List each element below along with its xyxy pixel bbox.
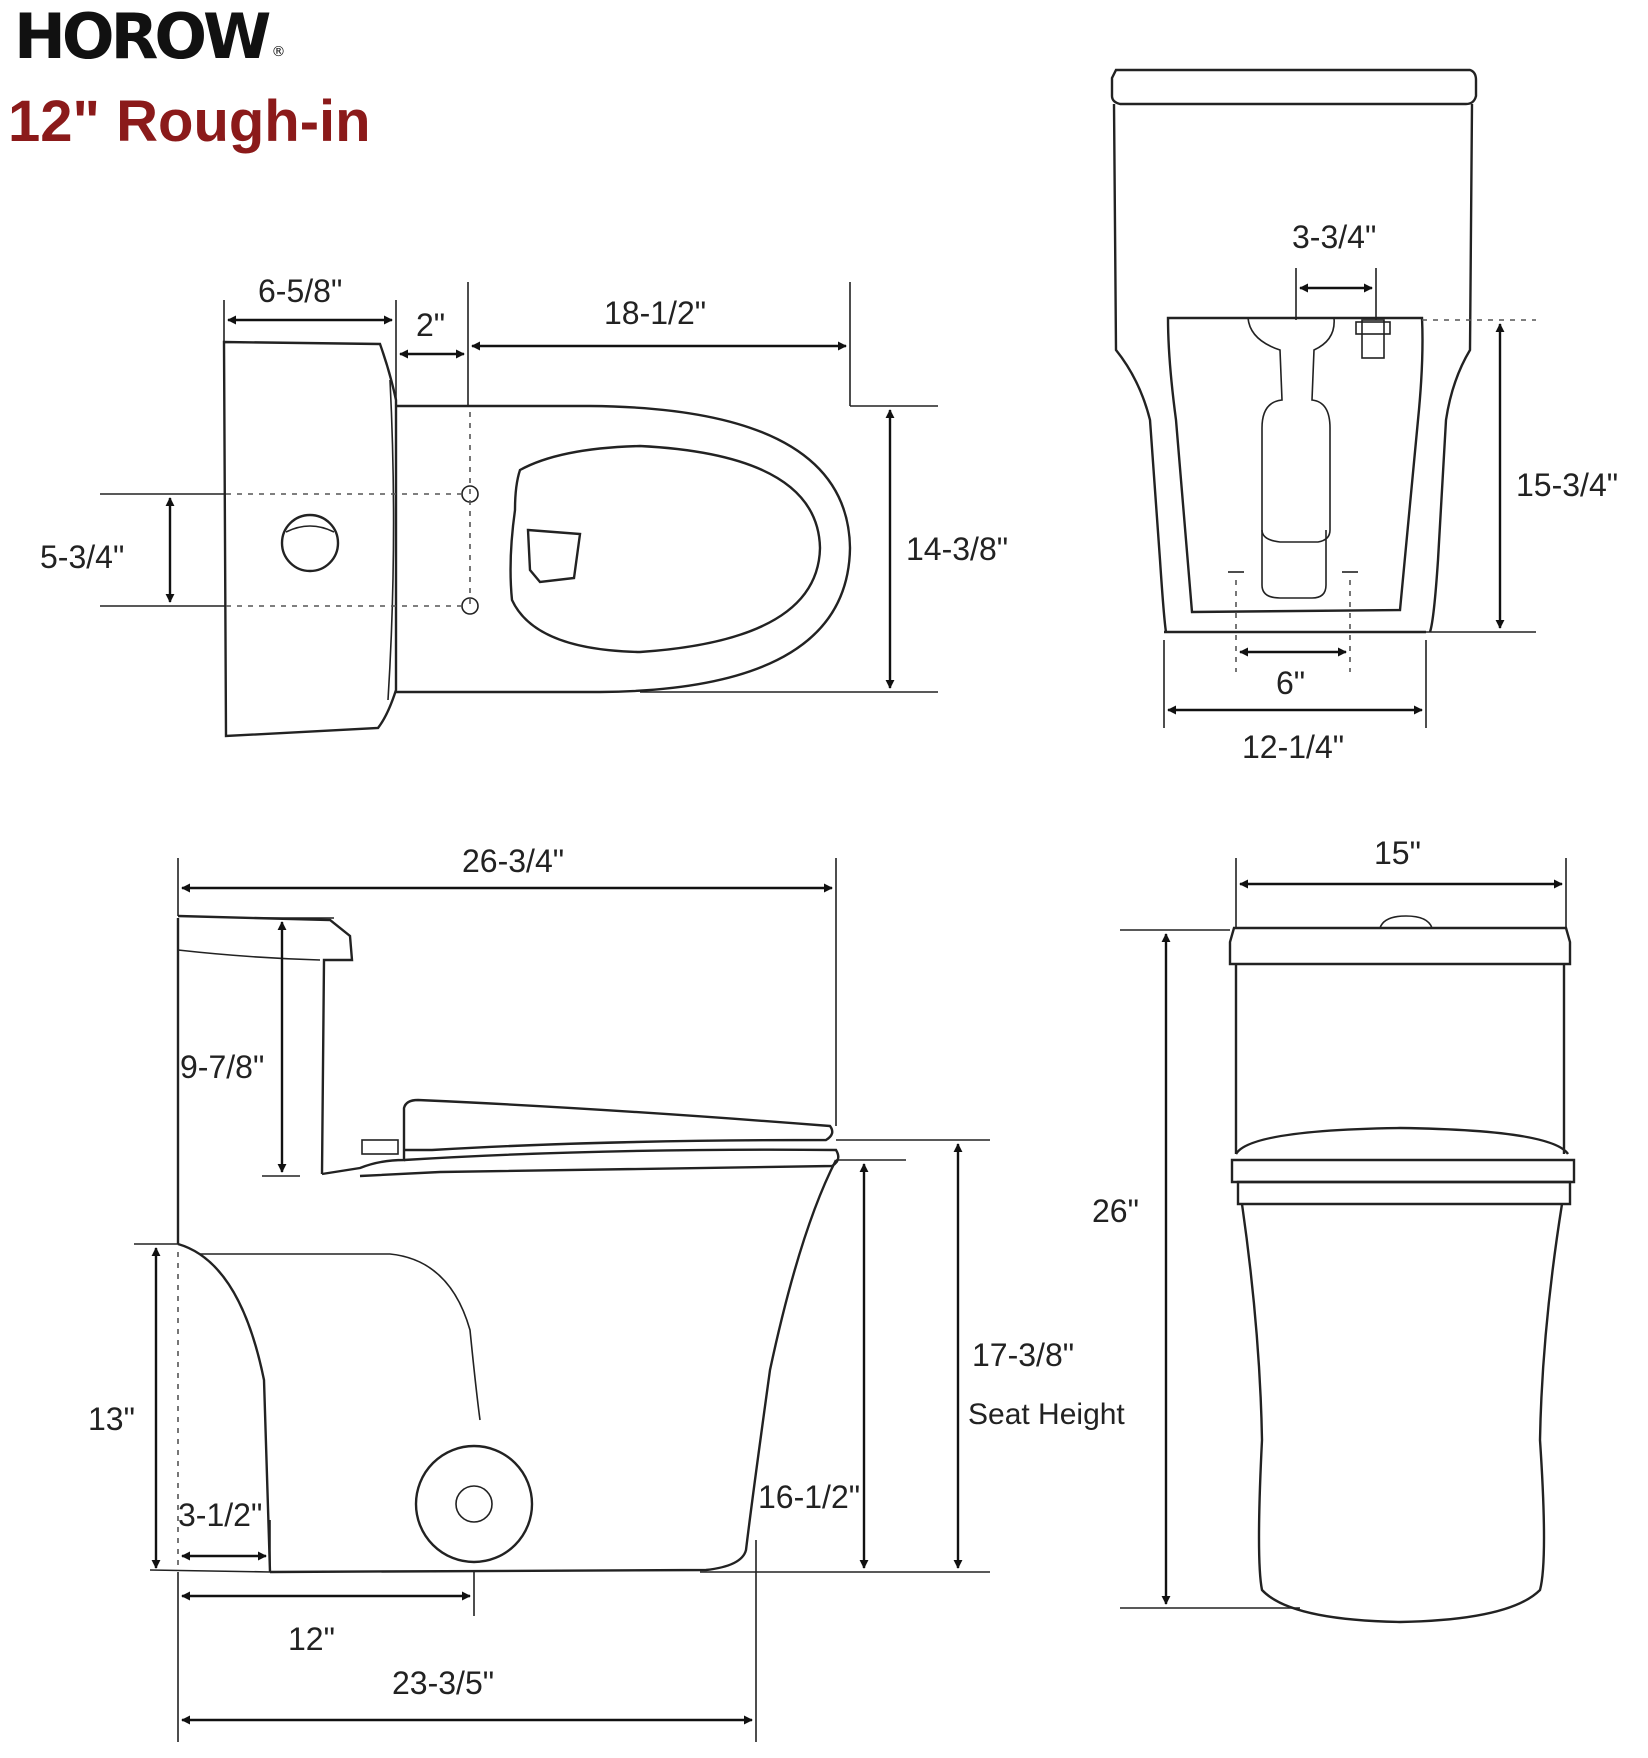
dim-bowl-width: 14-3/8" [906, 531, 1008, 567]
dim-supply-offset: 3-3/4" [1292, 219, 1376, 255]
dim-overall-length: 26-3/4" [462, 843, 564, 879]
brand-logo: HOROW® [14, 0, 285, 73]
dim-base-width: 12-1/4" [1242, 729, 1344, 765]
dim-gap: 2" [416, 307, 445, 343]
dim-tank-height: 9-7/8" [180, 1049, 264, 1085]
rough-in-title: 12" Rough-in [8, 89, 371, 154]
dim-bolt-width: 6" [1276, 665, 1305, 701]
dim-rough-in: 12" [288, 1621, 335, 1657]
dim-tank-depth: 6-5/8" [258, 273, 342, 309]
front-view: 15" 26" [1092, 835, 1576, 1624]
dim-base-length: 23-3/5" [392, 1665, 494, 1701]
dim-supply-height: 13" [88, 1401, 135, 1437]
dim-base-offset: 3-1/2" [178, 1497, 262, 1533]
seat-height-label: Seat Height [968, 1398, 1125, 1431]
dim-bowl-length: 18-1/2" [604, 295, 706, 331]
dim-bowl-height: 16-1/2" [758, 1479, 860, 1515]
dim-bolt-spacing: 5-3/4" [40, 539, 124, 575]
dim-overall-height: 26" [1092, 1193, 1139, 1229]
side-view: 26-3/4" 9-7/8" 13" 3-1/2" 12" 23-3/5" 16… [88, 843, 1125, 1742]
top-view: 6-5/8" 2" 18-1/2" 5-3/4" 14-3/8" [40, 273, 1008, 738]
dim-seat-height: 17-3/8" [972, 1337, 1074, 1373]
rear-view: 3-3/4" 15-3/4" 6" 12-1/4" [1110, 68, 1618, 765]
brand-name: HOROW [14, 0, 271, 73]
registered-mark: ® [271, 44, 286, 60]
dim-base-height: 15-3/4" [1516, 467, 1618, 503]
dim-front-width: 15" [1374, 835, 1421, 871]
